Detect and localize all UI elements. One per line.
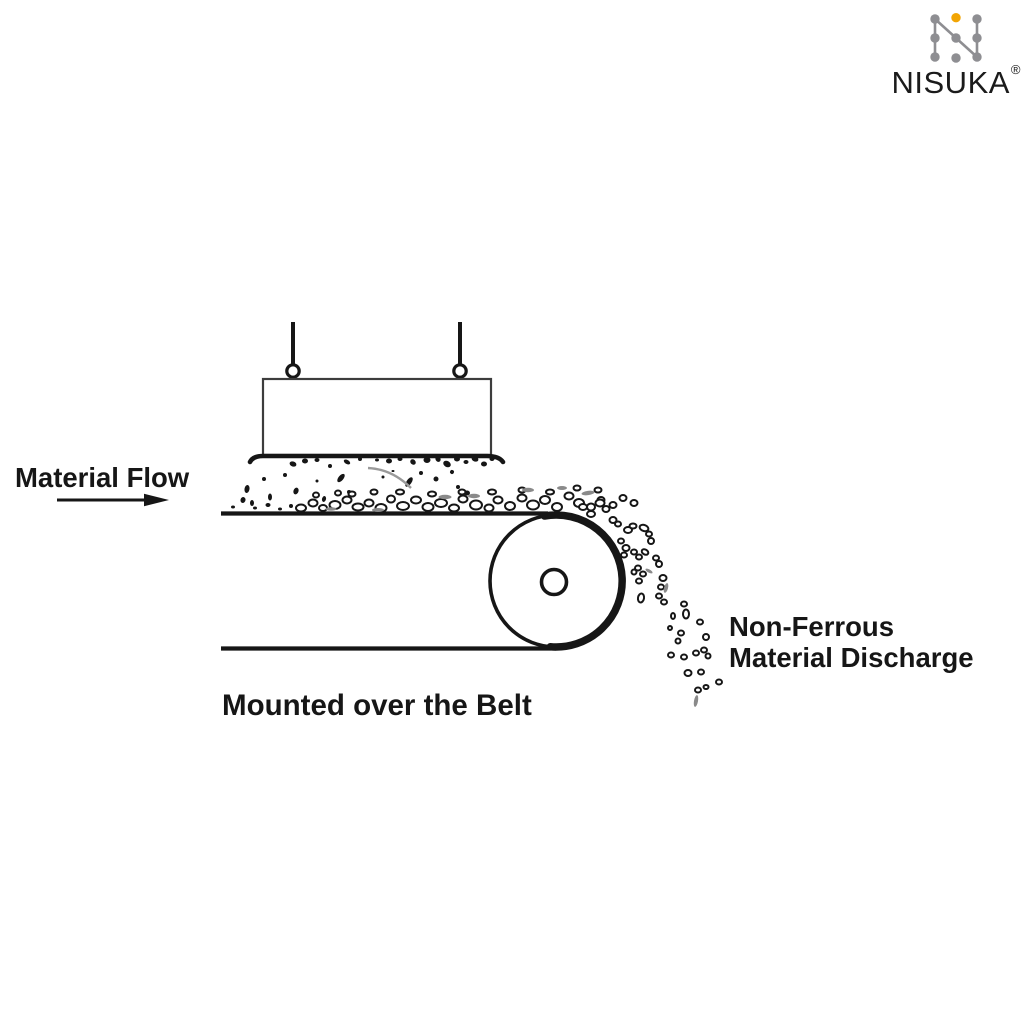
non-ferrous-label-line1: Non-Ferrous xyxy=(729,611,894,642)
accent-dot xyxy=(951,13,961,23)
hanger-rods xyxy=(285,322,468,383)
nisuka-dot-monogram-icon xyxy=(930,13,982,63)
discharge-particles xyxy=(578,498,723,694)
material-flow-label: Material Flow xyxy=(15,462,190,493)
mounted-over-belt-label: Mounted over the Belt xyxy=(222,689,532,722)
monogram-dots xyxy=(930,13,982,63)
material-flow-arrow xyxy=(57,493,169,507)
conveyor-belt xyxy=(221,511,556,651)
brand-wordmark: NISUKA ® xyxy=(891,63,1021,100)
brand-logo: NISUKA ® xyxy=(891,13,1021,100)
pulley-axle xyxy=(539,567,569,597)
belt-burden-particles xyxy=(295,484,639,513)
belt-burden-gray-slivers xyxy=(325,486,595,512)
head-pulley xyxy=(488,511,626,651)
belt-wrap-arc xyxy=(540,511,626,651)
non-ferrous-label-line2: Material Discharge xyxy=(729,642,974,673)
registered-trademark: ® xyxy=(1010,62,1021,77)
brand-name: NISUKA xyxy=(891,65,1010,100)
magnet-pole-plate xyxy=(247,453,506,465)
suspended-magnet-body xyxy=(261,377,493,457)
ferrous-particles xyxy=(231,456,495,511)
discharge-gray-slivers xyxy=(645,568,699,707)
particle-trajectory-line xyxy=(367,466,412,489)
